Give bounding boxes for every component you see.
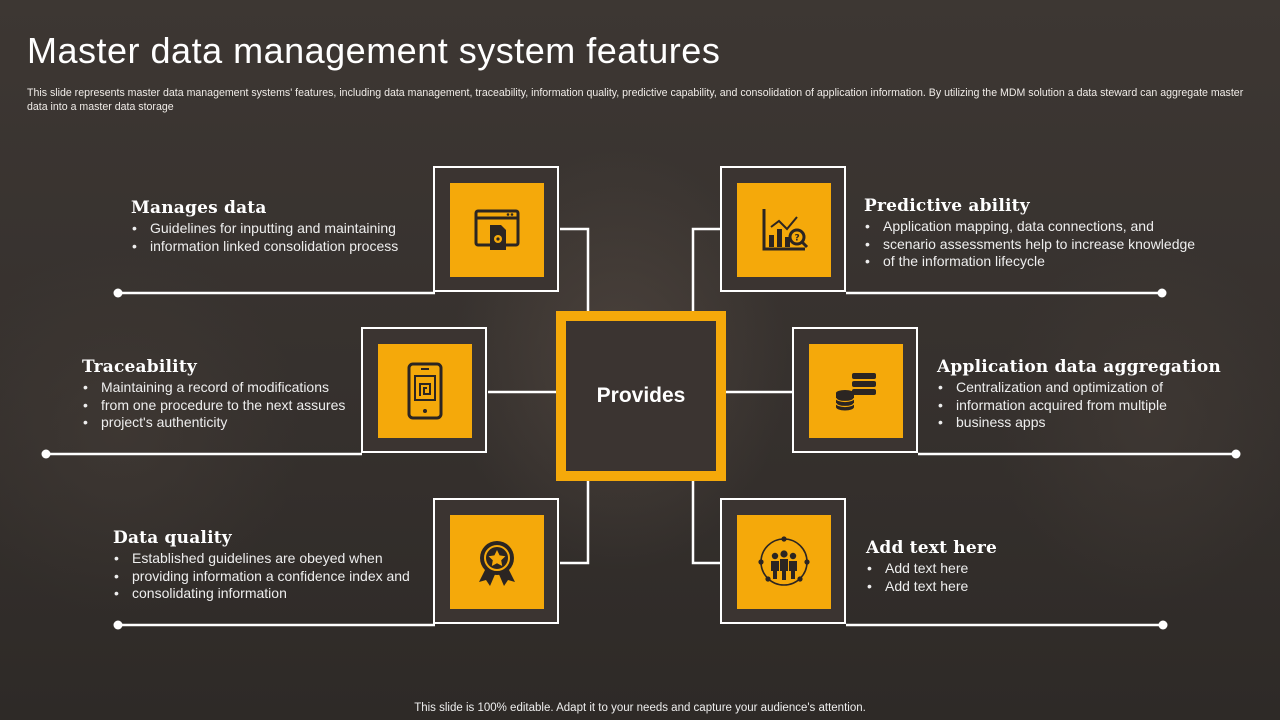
feature-bullet: Application mapping, data connections, a…: [864, 218, 1224, 236]
manages-data-icon-tile: [450, 183, 544, 277]
feature-bullet: information linked consolidation process: [131, 238, 431, 256]
feature-bullet: project's authenticity: [82, 414, 364, 432]
feature-title: Traceability: [82, 357, 197, 377]
web-file-settings-icon: [474, 209, 520, 250]
data-quality-icon-tile: [450, 515, 544, 609]
feature-title: Add text here: [866, 538, 998, 558]
center-label: Provides: [596, 384, 686, 407]
feature-bullet: consolidating information: [113, 585, 431, 603]
mobile-trace-icon: [407, 362, 443, 420]
feature-title: Predictive ability: [864, 196, 1030, 216]
feature-title: Manages data: [131, 198, 267, 218]
feature-manages-data: Manages data Guidelines for inputting an…: [131, 198, 431, 255]
chart-analysis-icon: ?: [762, 209, 809, 251]
feature-bullet: scenario assessments help to increase kn…: [864, 236, 1224, 254]
feature-application-data-aggregation: Application data aggregation Centralizat…: [937, 357, 1237, 432]
traceability-box: [361, 327, 487, 453]
award-badge-icon: [479, 541, 515, 586]
feature-bullet: from one procedure to the next assures: [82, 397, 364, 415]
page-title: Master data management system features: [27, 30, 721, 71]
feature-traceability: Traceability Maintaining a record of mod…: [82, 357, 364, 432]
feature-predictive-ability: Predictive ability Application mapping, …: [864, 196, 1224, 271]
feature-bullet: Add text here: [866, 578, 1166, 596]
predictive-ability-box: ?: [720, 166, 846, 292]
application-data-aggregation-box: [792, 327, 918, 453]
footer-note: This slide is 100% editable. Adapt it to…: [414, 702, 866, 714]
feature-bullet: information acquired from multiple: [937, 397, 1237, 415]
add-text-box: [720, 498, 846, 624]
predictive-ability-icon-tile: ?: [737, 183, 831, 277]
feature-title: Data quality: [113, 528, 232, 548]
feature-bullet: Add text here: [866, 560, 1166, 578]
add-text-icon-tile: [737, 515, 831, 609]
manages-data-box: [433, 166, 559, 292]
data-quality-box: [433, 498, 559, 624]
feature-data-quality: Data quality Established guidelines are …: [113, 528, 431, 603]
team-network-icon: [758, 536, 810, 586]
feature-title: Application data aggregation: [937, 357, 1221, 377]
feature-bullet: Guidelines for inputting and maintaining: [131, 220, 431, 238]
feature-bullet: of the information lifecycle: [864, 253, 1224, 271]
svg-text:?: ?: [795, 234, 800, 244]
feature-bullet: Established guidelines are obeyed when: [113, 550, 431, 568]
feature-bullet: Centralization and optimization of: [937, 379, 1237, 397]
feature-bullet: providing information a confidence index…: [113, 568, 431, 586]
feature-bullet: business apps: [937, 414, 1237, 432]
center-provides-box: Provides: [556, 311, 726, 481]
feature-add-text: Add text here Add text here Add text her…: [866, 538, 1166, 595]
database-stack-icon: [835, 373, 876, 411]
feature-bullet: Maintaining a record of modifications: [82, 379, 364, 397]
traceability-icon-tile: [378, 344, 472, 438]
page-subtitle: This slide represents master data manage…: [27, 87, 1244, 113]
application-data-aggregation-icon-tile: [809, 344, 903, 438]
